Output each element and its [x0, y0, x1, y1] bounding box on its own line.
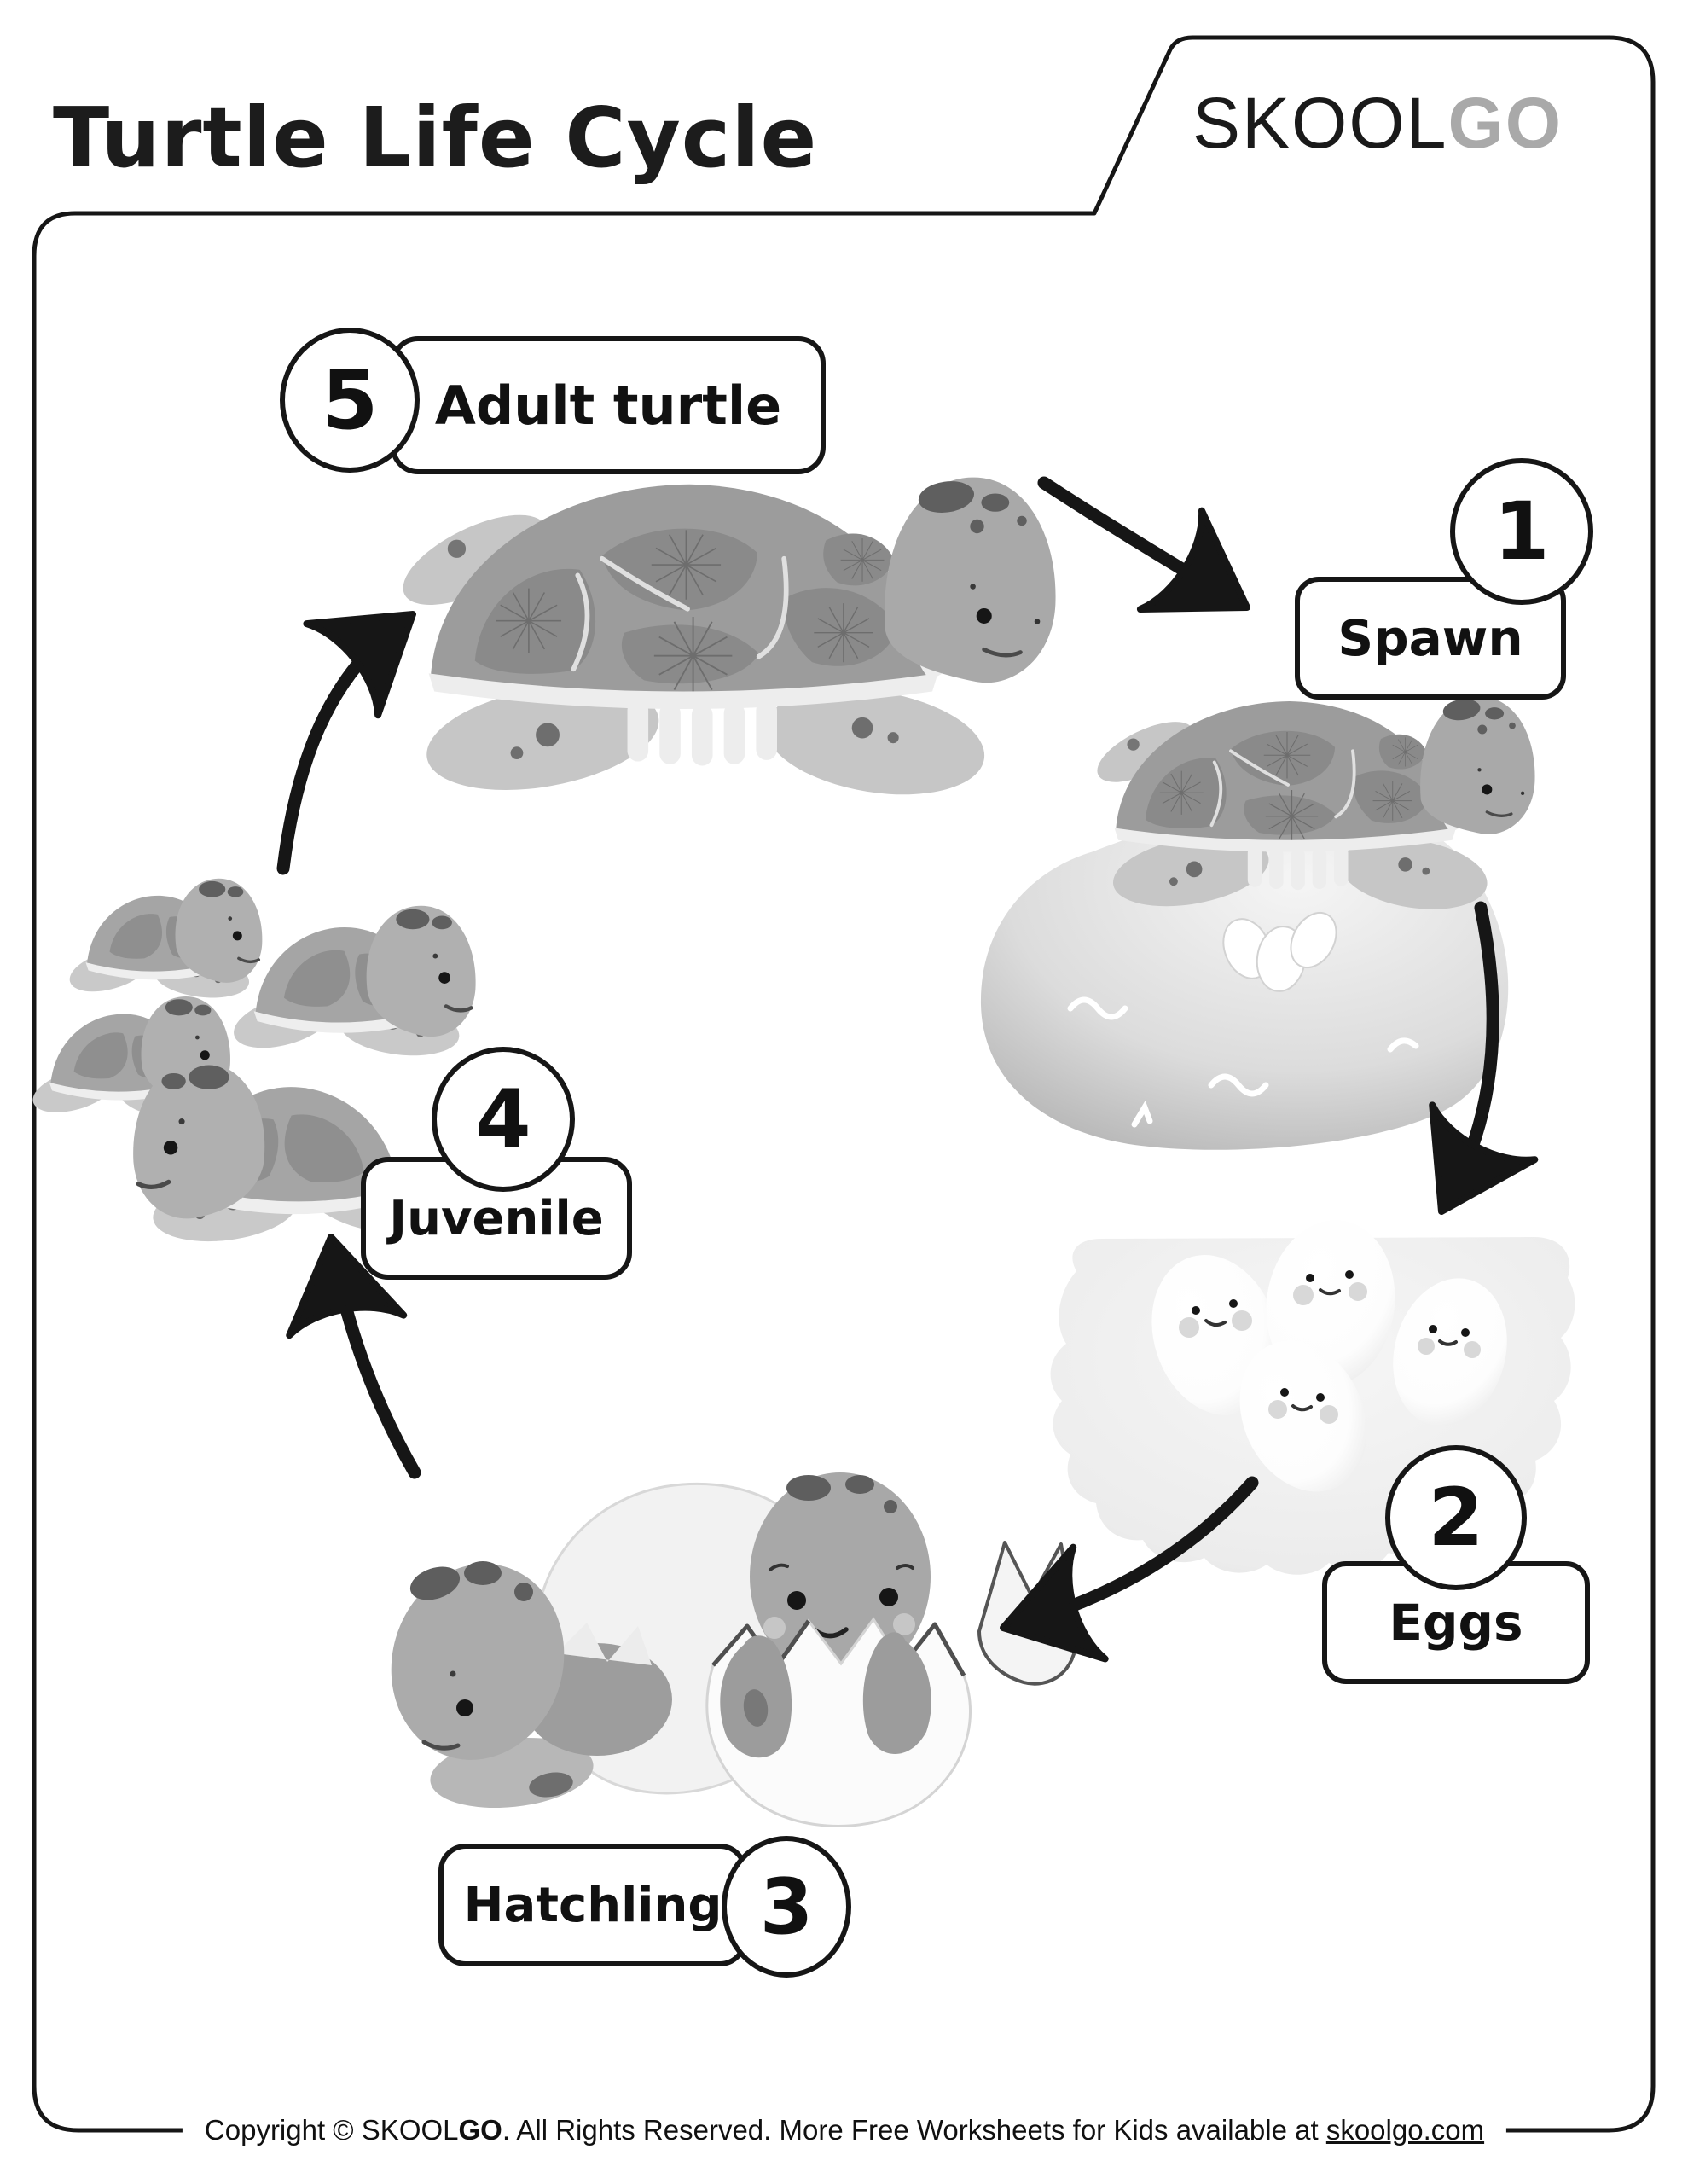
stage-1-number-badge: 1 [1450, 458, 1593, 605]
footer-prefix: Copyright © SKOOL [204, 2114, 459, 2146]
footer-link[interactable]: skoolgo.com [1325, 2114, 1485, 2146]
logo-text-black: SKOOL [1192, 83, 1448, 163]
stage-5-number-badge: 5 [280, 328, 420, 473]
skoolgo-logo: SKOOLGO [1192, 82, 1563, 165]
stage-4-label-text: Juvenile [389, 1190, 604, 1246]
page-title: Turtle Life Cycle [53, 89, 818, 186]
stage-1-label: Spawn [1295, 577, 1566, 700]
page-border [32, 35, 1656, 2133]
stage-1-label-text: Spawn [1337, 609, 1523, 667]
stage-1-number: 1 [1494, 485, 1550, 578]
footer-copyright: Copyright © SKOOLGO. All Rights Reserved… [182, 2112, 1507, 2148]
stage-3-label: Hatchling [438, 1844, 747, 1966]
stage-2-label: Eggs [1322, 1561, 1590, 1684]
arrow-adult-to-spawn [1037, 476, 1278, 657]
stage-3-number: 3 [759, 1862, 814, 1952]
adult-turtle-illustration [391, 478, 1056, 810]
spawn-illustration [980, 696, 1535, 1150]
stage-4-number: 4 [475, 1072, 531, 1166]
footer-suffix: . All Rights Reserved. More Free Workshe… [502, 2114, 1326, 2146]
egg-clutch [1151, 1220, 1507, 1492]
stage-2-number-badge: 2 [1385, 1445, 1527, 1590]
footer-brand-bold: GO [458, 2114, 502, 2146]
arrow-eggs-to-hatchling [987, 1476, 1259, 1683]
arrow-hatchling-to-juvenile [274, 1227, 421, 1479]
stage-5-label-text: Adult turtle [434, 374, 782, 437]
arrow-spawn-to-eggs [1390, 901, 1534, 1239]
stage-2-number: 2 [1428, 1471, 1484, 1565]
arrow-juvenile-to-adult [276, 568, 449, 875]
cycle-arrows [274, 476, 1534, 1683]
stage-3-label-text: Hatchling [463, 1877, 722, 1933]
stage-4-number-badge: 4 [432, 1047, 575, 1192]
stage-3-number-badge: 3 [722, 1836, 851, 1978]
logo-text-gray: GO [1447, 83, 1563, 163]
stage-5-label: Adult turtle [391, 336, 826, 474]
stage-5-number: 5 [321, 352, 379, 448]
hatchling-illustration [391, 1472, 1078, 1827]
stage-2-label-text: Eggs [1389, 1594, 1523, 1652]
